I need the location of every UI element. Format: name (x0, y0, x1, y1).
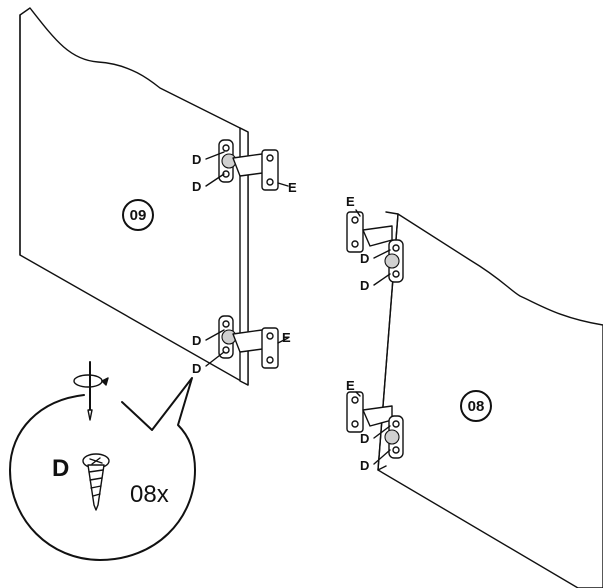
panel-number-09-text: 09 (130, 207, 147, 224)
label-d-1: D (192, 152, 201, 167)
label-e-1: E (288, 180, 297, 195)
panel-number-09: 09 (122, 199, 154, 231)
label-e-4: E (346, 378, 355, 393)
callout-part-label: D (52, 455, 69, 482)
screw-callout: D 08x (9, 361, 196, 561)
label-d-2: D (192, 179, 201, 194)
label-d-3: D (192, 333, 201, 348)
hinge-lower-right (346, 391, 404, 459)
label-d-5: D (360, 251, 369, 266)
leader-lines-left (205, 151, 289, 367)
label-d-7: D (360, 431, 369, 446)
hinge-upper-right (346, 211, 404, 283)
callout-quantity: 08x (130, 481, 169, 508)
label-d-8: D (360, 458, 369, 473)
hinge-lower-left (218, 315, 279, 369)
panel-number-08: 08 (460, 390, 492, 422)
panel-number-08-text: 08 (468, 398, 485, 415)
label-d-4: D (192, 361, 201, 376)
leader-lines-right (355, 209, 391, 465)
door-panel-09 (19, 7, 249, 386)
screwdriver-icon (73, 361, 109, 421)
label-d-6: D (360, 278, 369, 293)
hinge-upper-left (218, 139, 279, 191)
screw-icon (82, 453, 110, 511)
label-e-3: E (346, 194, 355, 209)
label-e-2: E (282, 330, 291, 345)
